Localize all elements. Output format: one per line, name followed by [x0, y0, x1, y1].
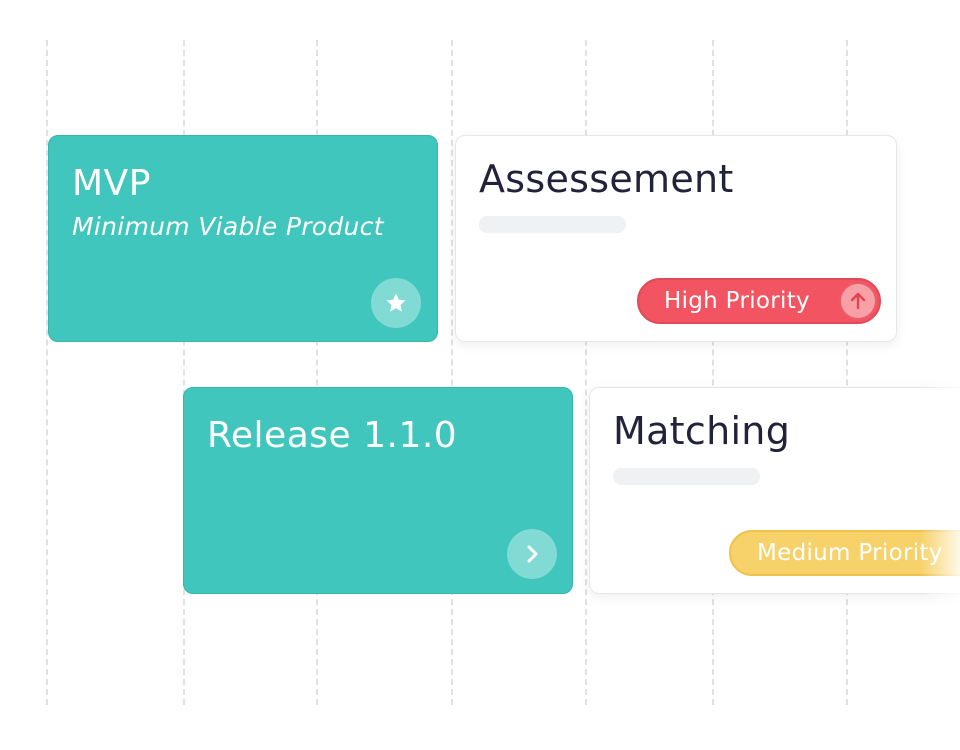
milestone-title: MVP [72, 163, 151, 204]
star-icon [386, 293, 406, 312]
task-title: Matching [613, 409, 791, 453]
task-card-assessement[interactable]: Assessement High Priority [455, 135, 897, 342]
task-title: Assessement [479, 157, 734, 201]
gridline [316, 40, 318, 705]
task-card-matching[interactable]: Matching Medium Priority [589, 387, 960, 594]
placeholder-bar [613, 468, 760, 485]
gridline [183, 40, 185, 705]
gridline [585, 40, 587, 705]
gridline [451, 40, 453, 705]
milestone-card-mvp[interactable]: MVP Minimum Viable Product [48, 135, 438, 342]
priority-label: High Priority [664, 288, 810, 314]
next-button[interactable] [507, 529, 557, 579]
placeholder-bar [479, 216, 626, 233]
priority-label: Medium Priority [757, 540, 943, 566]
milestone-card-release[interactable]: Release 1.1.0 [183, 387, 573, 594]
gridline [46, 40, 48, 705]
gridline [846, 40, 848, 705]
chevron-right-icon [527, 545, 538, 563]
milestone-title: Release 1.1.0 [207, 415, 458, 456]
arrow-up-icon [839, 282, 877, 320]
gridline [712, 40, 714, 705]
priority-badge-medium[interactable]: Medium Priority [729, 530, 960, 576]
priority-badge-high[interactable]: High Priority [637, 278, 881, 324]
milestone-subtitle: Minimum Viable Product [72, 212, 384, 241]
star-button[interactable] [371, 278, 421, 328]
